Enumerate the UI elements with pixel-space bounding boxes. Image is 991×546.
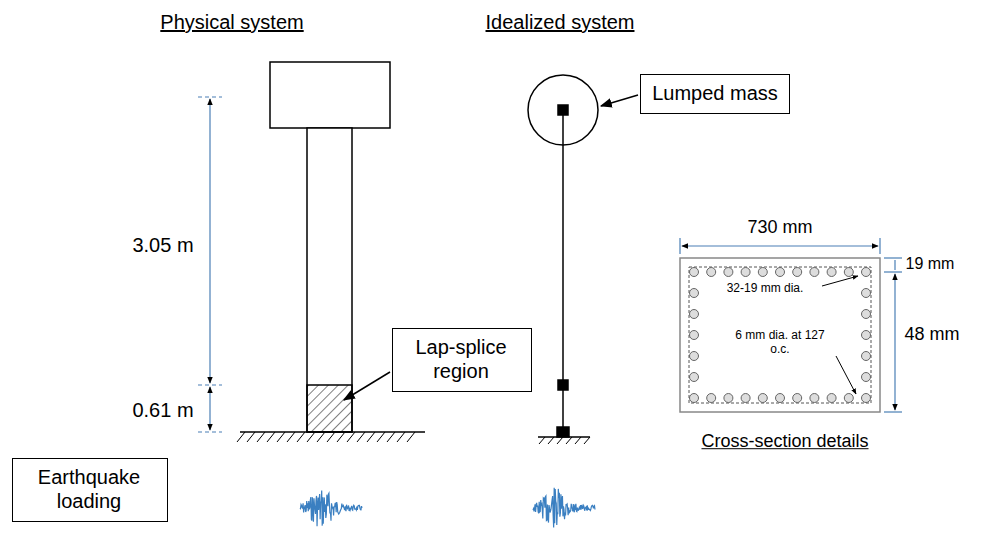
- rebar: [690, 268, 699, 277]
- rebar: [862, 289, 871, 298]
- section-dimensions: [680, 238, 902, 412]
- rebar: [827, 268, 836, 277]
- rebar: [724, 394, 733, 403]
- callout-box: Lap-splice region: [392, 328, 532, 392]
- dimension-label: 3.05 m: [130, 233, 195, 257]
- box-text: Earthquake loading: [23, 465, 155, 513]
- physical-column: [270, 62, 390, 432]
- rebar: [690, 373, 699, 382]
- section-title: Physical system: [158, 10, 305, 34]
- rebar: [690, 289, 699, 298]
- rebar: [862, 394, 871, 403]
- rebar: [707, 268, 716, 277]
- section-title: Idealized system: [484, 10, 637, 34]
- box-text: Lumped mass: [651, 81, 779, 105]
- rebar: [844, 394, 853, 403]
- callout-box: Lumped mass: [640, 74, 790, 114]
- rebar: [862, 373, 871, 382]
- rebar: [690, 310, 699, 319]
- rebar: [862, 268, 871, 277]
- dimension-label: 6 mm dia. at 127 o.c.: [726, 328, 834, 357]
- ground: [237, 432, 425, 442]
- rebar: [827, 394, 836, 403]
- rebar: [724, 268, 733, 277]
- rebar: [862, 331, 871, 340]
- rebar: [690, 394, 699, 403]
- box-text: Lap-splice region: [403, 335, 519, 383]
- dimension-label: 0.61 m: [130, 398, 195, 422]
- rebar: [862, 310, 871, 319]
- cross-section: [680, 258, 880, 412]
- rebar: [862, 352, 871, 361]
- rebar: [810, 268, 819, 277]
- rebar: [776, 268, 785, 277]
- rebar: [690, 352, 699, 361]
- ground-motion: [300, 491, 362, 527]
- idealized-model: [528, 75, 598, 437]
- rebar: [793, 394, 802, 403]
- dimension-label: 730 mm: [745, 217, 814, 239]
- ground-motion: [533, 488, 595, 528]
- rebar: [741, 268, 750, 277]
- dimension-label: 19 mm: [904, 254, 957, 273]
- rebar: [793, 268, 802, 277]
- rebar: [758, 394, 767, 403]
- rebar: [844, 268, 853, 277]
- fixed-support: [539, 437, 590, 444]
- rebar: [707, 394, 716, 403]
- rebar: [776, 394, 785, 403]
- callout-box: Earthquake loading: [12, 458, 168, 522]
- dimension-lines: [198, 97, 222, 432]
- leader-arrows: [344, 95, 638, 400]
- dimension-label: 32-19 mm dia.: [725, 281, 806, 295]
- rebar: [810, 394, 819, 403]
- rebar: [741, 394, 750, 403]
- rebar: [690, 331, 699, 340]
- dimension-label: 48 mm: [902, 324, 961, 346]
- rebar: [758, 268, 767, 277]
- section-title: Cross-section details: [699, 431, 870, 453]
